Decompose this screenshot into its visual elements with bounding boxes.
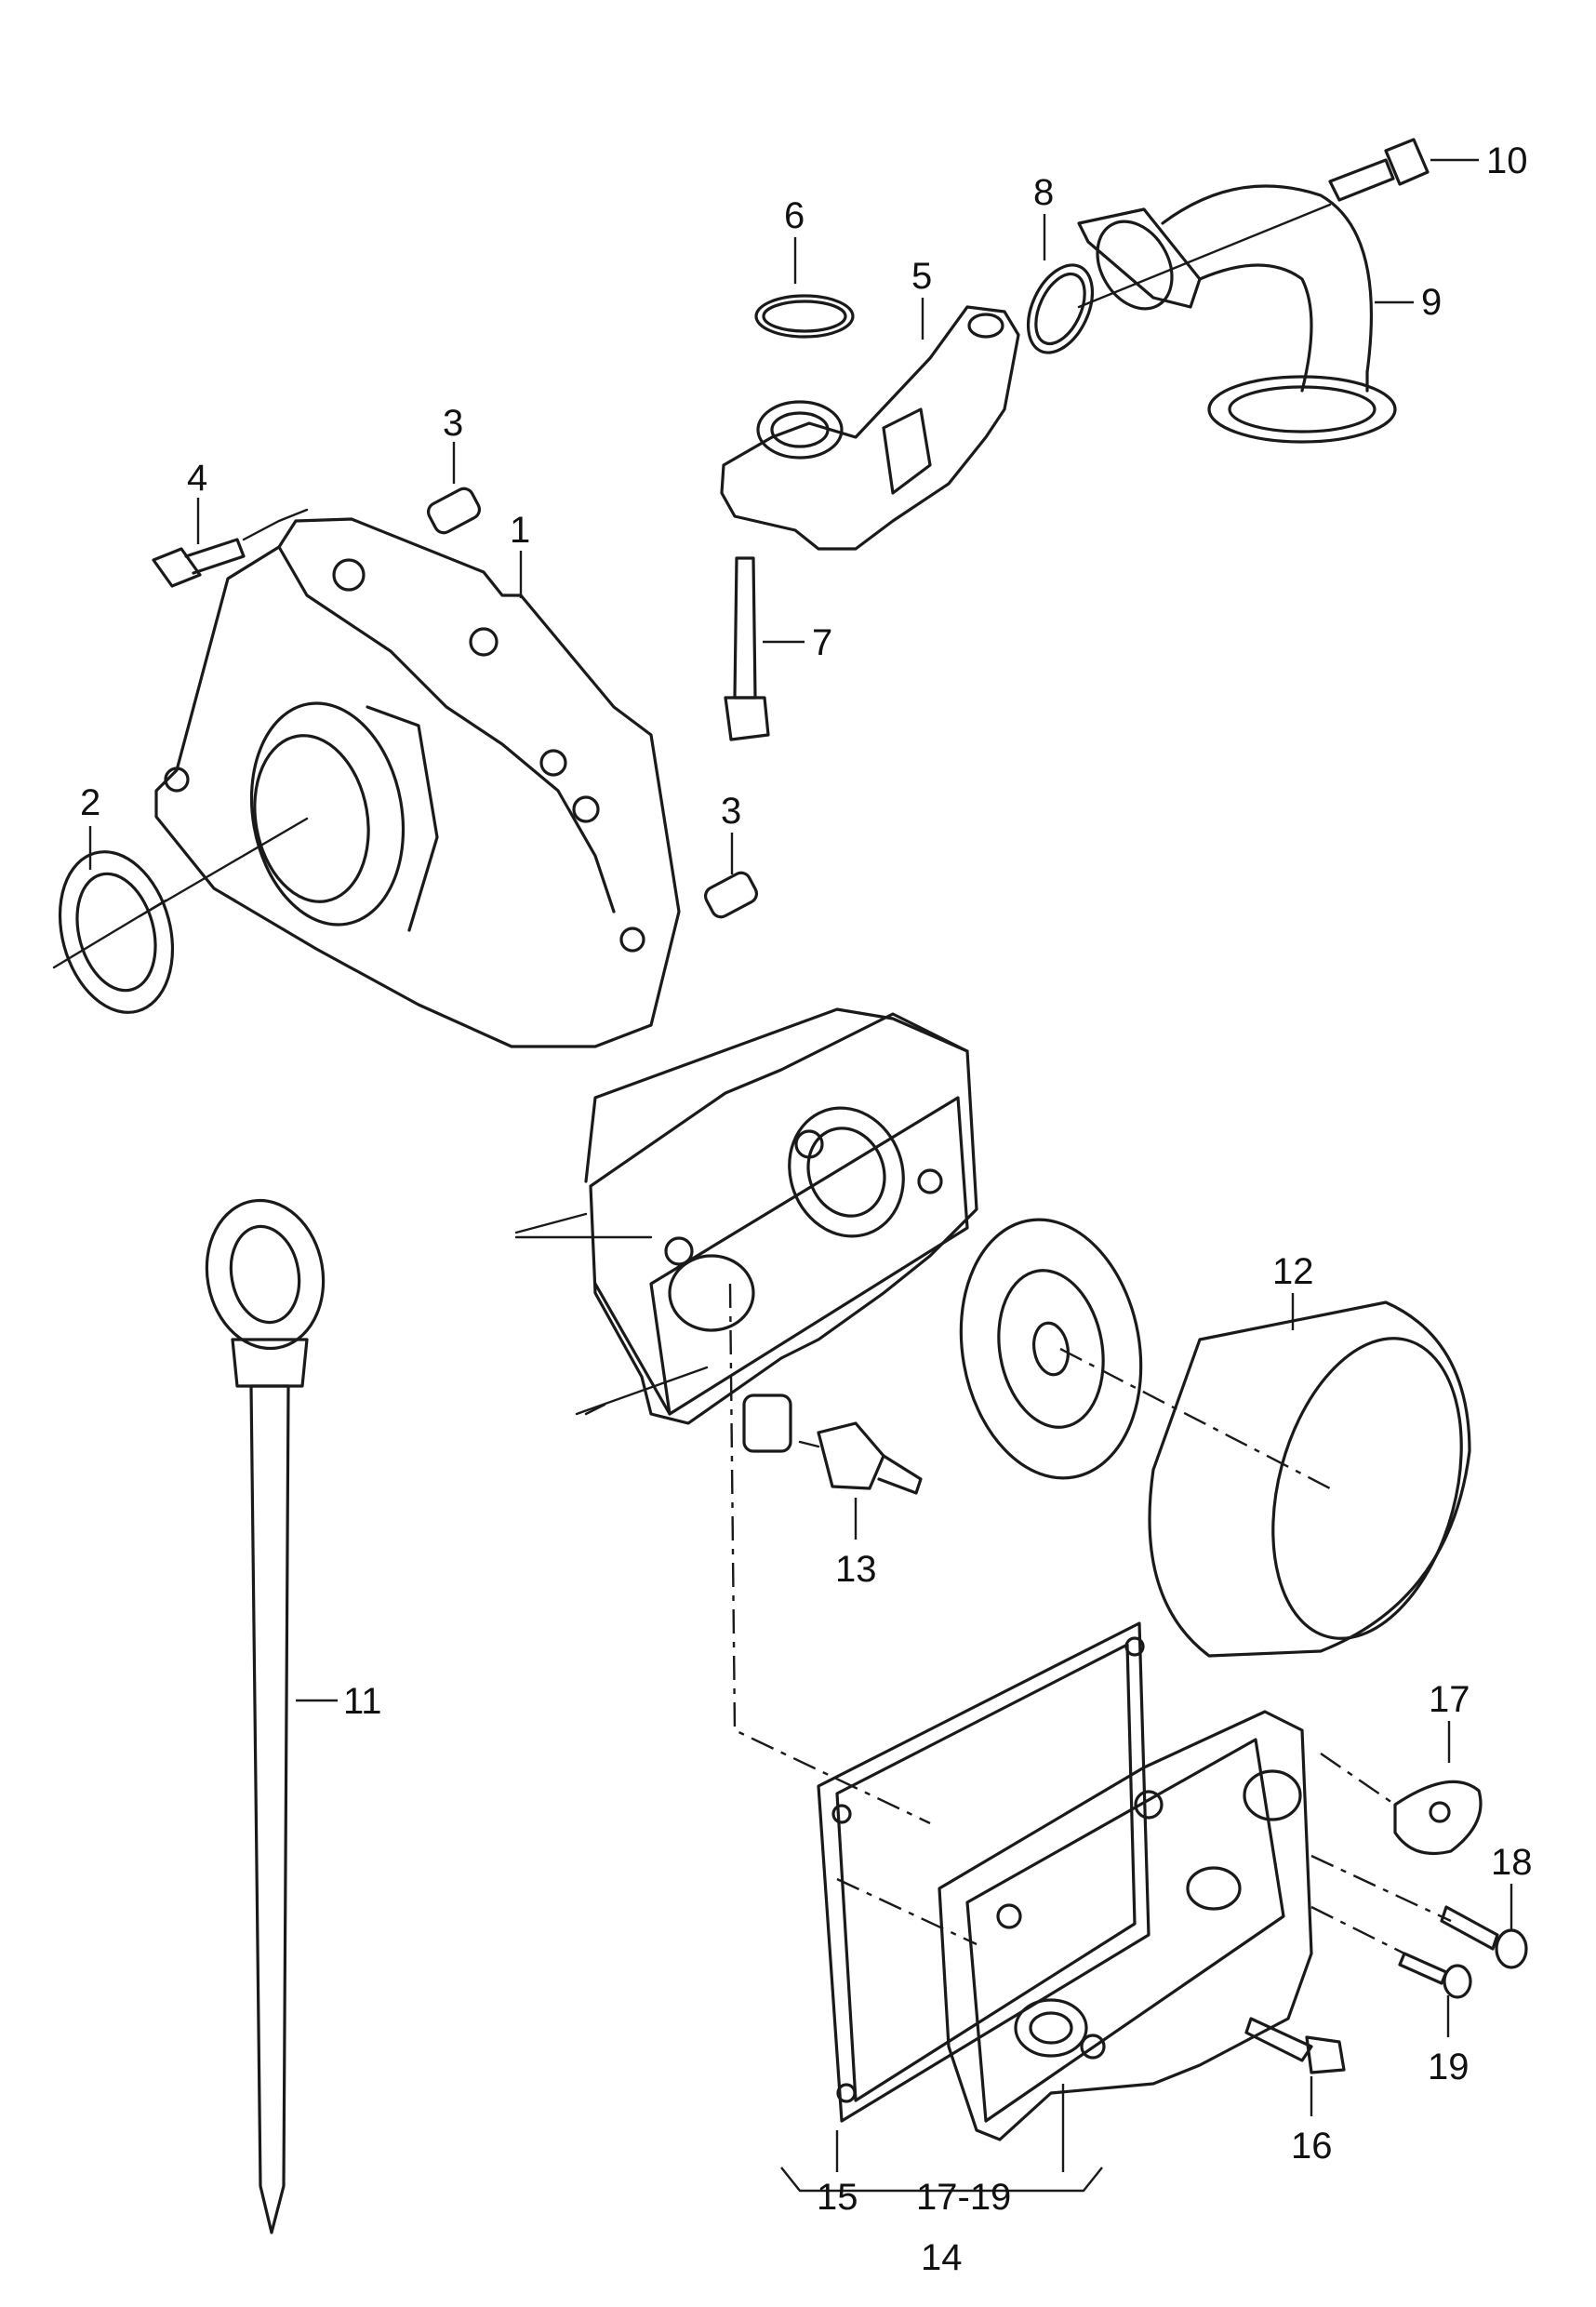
oil-cooler-part — [938, 1710, 1313, 2141]
bolt-7-part — [724, 556, 770, 741]
callout-15: 15 — [817, 2177, 858, 2218]
bolt-18-part — [1440, 1905, 1528, 1969]
sleeve-lower-part — [703, 871, 759, 919]
bolt-4-part — [152, 508, 309, 588]
callout-13: 13 — [835, 1549, 877, 1590]
callout-14: 14 — [921, 2237, 963, 2278]
oil-pressure-switch-part — [742, 1394, 923, 1495]
sleeve-upper-part — [426, 487, 482, 535]
callout-3-upper: 3 — [443, 403, 463, 444]
callout-10: 10 — [1486, 140, 1528, 181]
callout-18: 18 — [1491, 1842, 1533, 1883]
dipstick-part — [205, 1198, 326, 2234]
callout-5: 5 — [911, 256, 932, 297]
pump-housing-part — [720, 305, 1020, 551]
gasket-17-part — [1393, 1780, 1483, 1856]
sealing-flange-part — [138, 517, 681, 1048]
callout-11: 11 — [343, 1681, 382, 1722]
callout-7: 7 — [812, 622, 832, 663]
callout-17: 17 — [1429, 1679, 1470, 1720]
filter-housing-part — [514, 1012, 978, 1425]
callout-6: 6 — [784, 195, 805, 236]
callout-17-19: 17-19 — [916, 2177, 1011, 2218]
callout-1: 1 — [510, 510, 530, 551]
callout-2: 2 — [80, 782, 100, 823]
callout-9: 9 — [1421, 282, 1442, 323]
bolt-16-part — [1244, 2017, 1346, 2074]
o-ring-8-part — [1026, 263, 1095, 354]
bolt-19-part — [1398, 1952, 1472, 1999]
shaft-seal-part — [52, 850, 175, 1014]
callout-19: 19 — [1428, 2047, 1470, 2087]
callout-16: 16 — [1291, 2126, 1333, 2167]
bolt-10-part — [1328, 138, 1430, 202]
callout-12: 12 — [1272, 1251, 1314, 1292]
intake-pipe-part — [1077, 184, 1397, 444]
gasket-15-part — [817, 1621, 1150, 2123]
callout-8: 8 — [1033, 172, 1054, 213]
engine-block-section — [514, 1007, 1452, 1955]
callout-4: 4 — [187, 458, 207, 499]
leader-lines — [88, 158, 1513, 2193]
o-ring-6-part — [754, 294, 855, 339]
oil-filter-part — [959, 1218, 1471, 1658]
callout-3-lower: 3 — [721, 791, 741, 832]
